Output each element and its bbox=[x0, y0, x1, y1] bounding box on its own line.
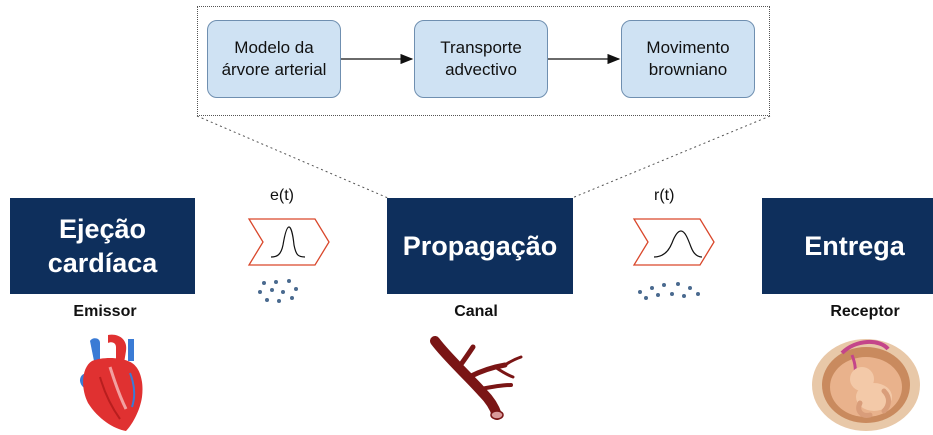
frame-connector-left bbox=[196, 115, 389, 199]
process-arterial-tree-model: Modelo da árvore arterial bbox=[207, 20, 341, 98]
fetus-icon bbox=[812, 339, 920, 431]
process-advective-transport: Transporte advectivo bbox=[414, 20, 548, 98]
process-brownian-motion: Movimento browniano bbox=[621, 20, 755, 98]
artery-icon bbox=[430, 336, 523, 420]
received-particles bbox=[638, 282, 700, 300]
stage-cardiac-ejection: Ejeção cardíaca bbox=[10, 198, 195, 294]
emitted-pulse bbox=[270, 226, 306, 258]
received-signal-chevron bbox=[632, 218, 715, 266]
role-emitter: Emissor bbox=[73, 303, 137, 320]
stage-delivery: Entrega bbox=[762, 198, 933, 294]
heart-icon bbox=[80, 334, 143, 431]
stage-propagation: Propagação bbox=[387, 198, 573, 294]
emitted-signal-chevron bbox=[247, 218, 330, 266]
process-frame bbox=[197, 6, 770, 116]
received-pulse bbox=[653, 230, 703, 258]
signal-label-received: r(t) bbox=[654, 187, 675, 204]
process-arrows bbox=[341, 53, 621, 65]
signal-label-emitted: e(t) bbox=[270, 187, 294, 204]
frame-connector-right bbox=[571, 115, 771, 199]
role-receiver: Receptor bbox=[830, 303, 900, 320]
role-channel: Canal bbox=[454, 303, 498, 320]
emitted-particles bbox=[258, 279, 298, 303]
